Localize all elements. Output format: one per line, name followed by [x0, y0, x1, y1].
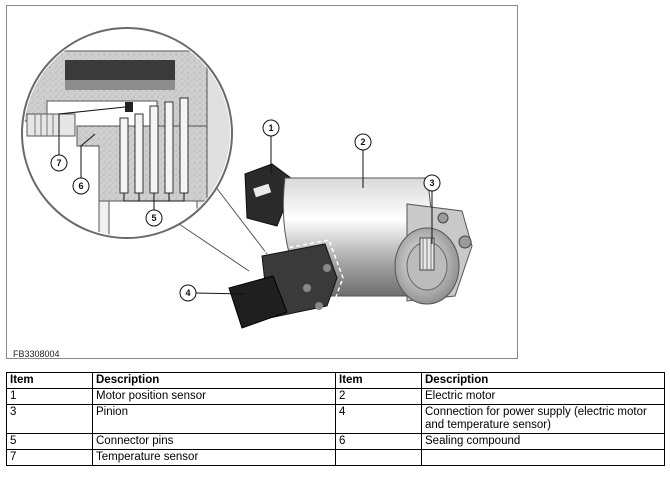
table-cell: Motor position sensor: [92, 388, 336, 405]
component-illustration: 1 2 3 4 5 6 7: [21, 27, 473, 329]
table-cell: Electric motor: [421, 388, 665, 405]
callout-1: 1: [262, 119, 280, 137]
svg-text:5: 5: [151, 213, 156, 223]
table-row: 1 Motor position sensor 2 Electric motor: [6, 388, 665, 405]
header-description: Description: [92, 372, 336, 389]
table-row: 5 Connector pins 6 Sealing compound: [6, 433, 665, 450]
table-row: 3 Pinion 4 Connection for power supply (…: [6, 404, 665, 434]
callout-3: 3: [423, 174, 441, 192]
figure-code: FB3308004: [13, 349, 60, 359]
legend-table: Item Description Item Description 1 Moto…: [6, 372, 665, 466]
svg-text:3: 3: [429, 178, 434, 188]
header-item: Item: [335, 372, 422, 389]
figure-frame: 1 2 3 4 5 6 7 FB3308004: [6, 5, 518, 359]
table-cell: [335, 449, 422, 466]
table-cell: 3: [6, 404, 93, 434]
svg-text:2: 2: [360, 137, 365, 147]
callout-6: 6: [72, 177, 90, 195]
callout-7: 7: [50, 154, 68, 172]
table-cell: 7: [6, 449, 93, 466]
table-row: 7 Temperature sensor: [6, 449, 665, 466]
svg-text:6: 6: [78, 181, 83, 191]
table-cell: [421, 449, 665, 466]
callout-4: 4: [179, 284, 197, 302]
table-cell: 4: [335, 404, 422, 434]
table-header-row: Item Description Item Description: [6, 372, 665, 389]
table-cell: Pinion: [92, 404, 336, 434]
table-cell: Sealing compound: [421, 433, 665, 450]
callout-2: 2: [354, 133, 372, 151]
table-cell: 5: [6, 433, 93, 450]
table-cell: 6: [335, 433, 422, 450]
magnifier-leader-line: [178, 223, 250, 272]
motor-assembly: [228, 163, 473, 329]
header-description: Description: [421, 372, 665, 389]
table-cell: Connector pins: [92, 433, 336, 450]
magnifier-leader-line: [211, 181, 268, 255]
magnified-detail: [21, 27, 233, 239]
table-cell: Connection for power supply (electric mo…: [421, 404, 665, 434]
svg-text:1: 1: [268, 123, 273, 133]
callout-5: 5: [145, 209, 163, 227]
svg-text:4: 4: [185, 288, 190, 298]
header-item: Item: [6, 372, 93, 389]
table-cell: Temperature sensor: [92, 449, 336, 466]
table-cell: 1: [6, 388, 93, 405]
table-cell: 2: [335, 388, 422, 405]
svg-text:7: 7: [56, 158, 61, 168]
